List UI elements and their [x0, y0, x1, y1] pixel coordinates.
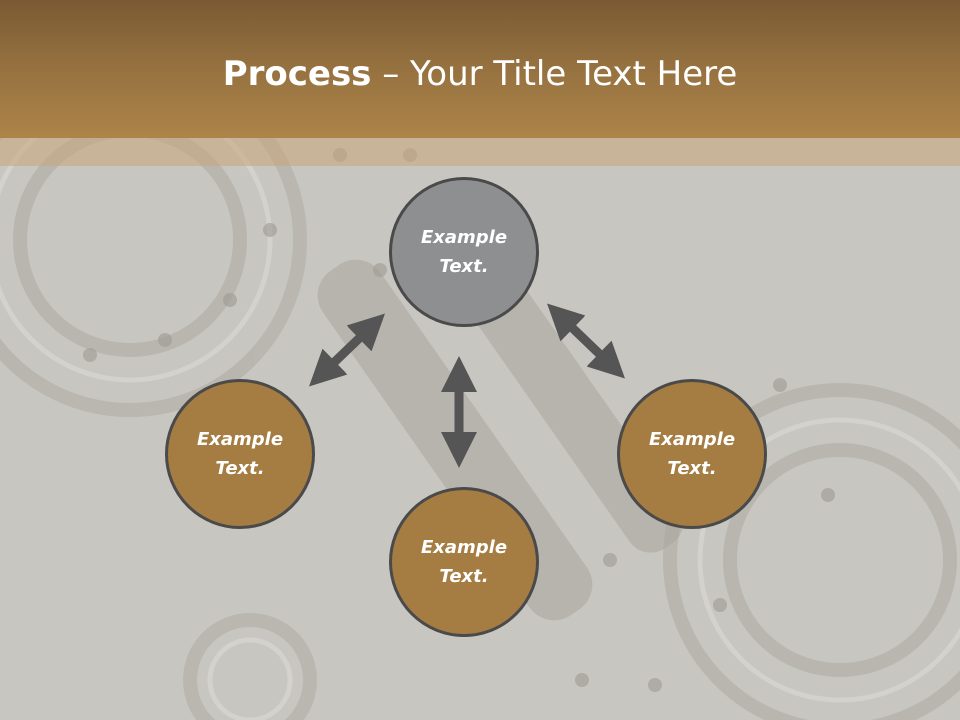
- title-banner-strip: [0, 138, 960, 166]
- slide-title: Process – Your Title Text Here: [0, 52, 960, 96]
- node-text-line2: Text.: [667, 458, 717, 479]
- node-text-line2: Text.: [439, 256, 489, 277]
- node-text-line2: Text.: [439, 566, 489, 587]
- node-text-line1: Example: [420, 227, 508, 248]
- node-text-line1: Example: [196, 429, 284, 450]
- node-text-line1: Example: [420, 537, 508, 558]
- arrow-top-right: [547, 303, 625, 379]
- node-text-line2: Text.: [215, 458, 265, 479]
- slide-title-bold: Process: [222, 54, 372, 94]
- slide-title-rest: – Your Title Text Here: [371, 54, 738, 94]
- title-banner: [0, 0, 960, 138]
- arrow-left-top: [309, 313, 385, 387]
- node-text-line1: Example: [648, 429, 736, 450]
